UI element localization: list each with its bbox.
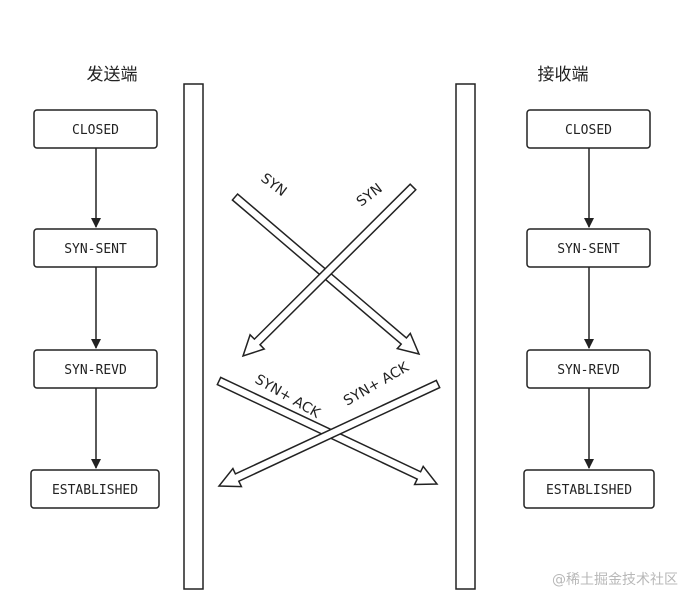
sender-title: 发送端 — [87, 65, 138, 85]
sender-state-syn-sent: SYN-SENT — [33, 228, 158, 268]
sender-state-established: ESTABLISHED — [30, 469, 160, 509]
svg-text:CLOSED: CLOSED — [565, 123, 612, 138]
svg-text:SYN-REVD: SYN-REVD — [557, 363, 620, 378]
svg-text:SYN-SENT: SYN-SENT — [557, 242, 620, 257]
watermark: @稀土掘金技术社区 — [552, 572, 678, 588]
receiver-state-syn-sent: SYN-SENT — [526, 228, 651, 268]
syn-arrow-receiver-to-sender — [241, 183, 417, 358]
svg-text:ESTABLISHED: ESTABLISHED — [52, 483, 138, 498]
svg-text:CLOSED: CLOSED — [72, 123, 119, 138]
syn-label-left: SYN — [258, 170, 290, 200]
svg-text:ESTABLISHED: ESTABLISHED — [546, 483, 632, 498]
sender-bar — [183, 83, 204, 590]
svg-text:SYN-REVD: SYN-REVD — [64, 363, 127, 378]
message-arrows — [216, 183, 441, 488]
receiver-state-established: ESTABLISHED — [523, 469, 655, 509]
svg-text:SYN-SENT: SYN-SENT — [64, 242, 127, 257]
syn-label-right: SYN — [354, 181, 386, 211]
receiver-state-closed: CLOSED — [526, 109, 651, 149]
sender-state-closed: CLOSED — [33, 109, 158, 149]
synack-arrow-receiver-to-sender — [217, 379, 441, 488]
receiver-title: 接收端 — [538, 65, 589, 85]
sender-state-syn-revd: SYN-REVD — [33, 349, 158, 389]
receiver-state-syn-revd: SYN-REVD — [526, 349, 651, 389]
receiver-bar — [455, 83, 476, 590]
